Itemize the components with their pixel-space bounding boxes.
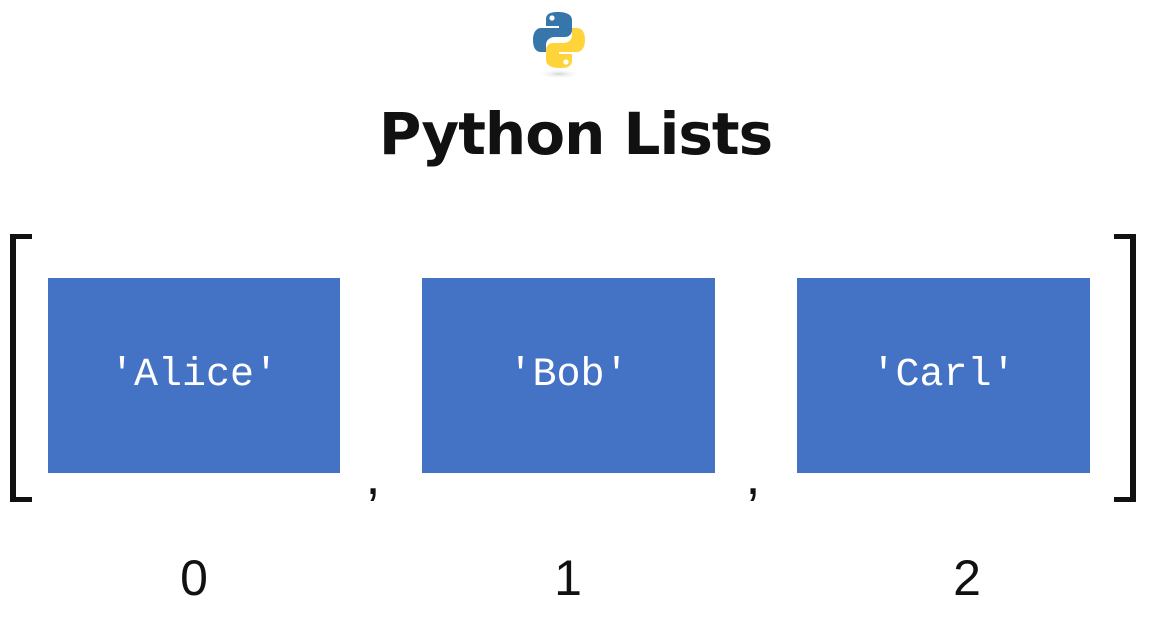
- close-bracket: [1114, 234, 1136, 502]
- list-item: 'Carl': [797, 278, 1090, 473]
- list-item: 'Alice': [48, 278, 340, 473]
- comma-separator: ,: [365, 446, 381, 506]
- list-item: 'Bob': [422, 278, 715, 473]
- index-label: 0: [180, 550, 208, 606]
- comma-separator: ,: [745, 446, 761, 506]
- index-label: 2: [953, 550, 981, 606]
- python-logo-icon: [533, 12, 585, 79]
- open-bracket: [10, 234, 32, 502]
- index-label: 1: [554, 550, 582, 606]
- page-title: Python Lists: [378, 100, 773, 168]
